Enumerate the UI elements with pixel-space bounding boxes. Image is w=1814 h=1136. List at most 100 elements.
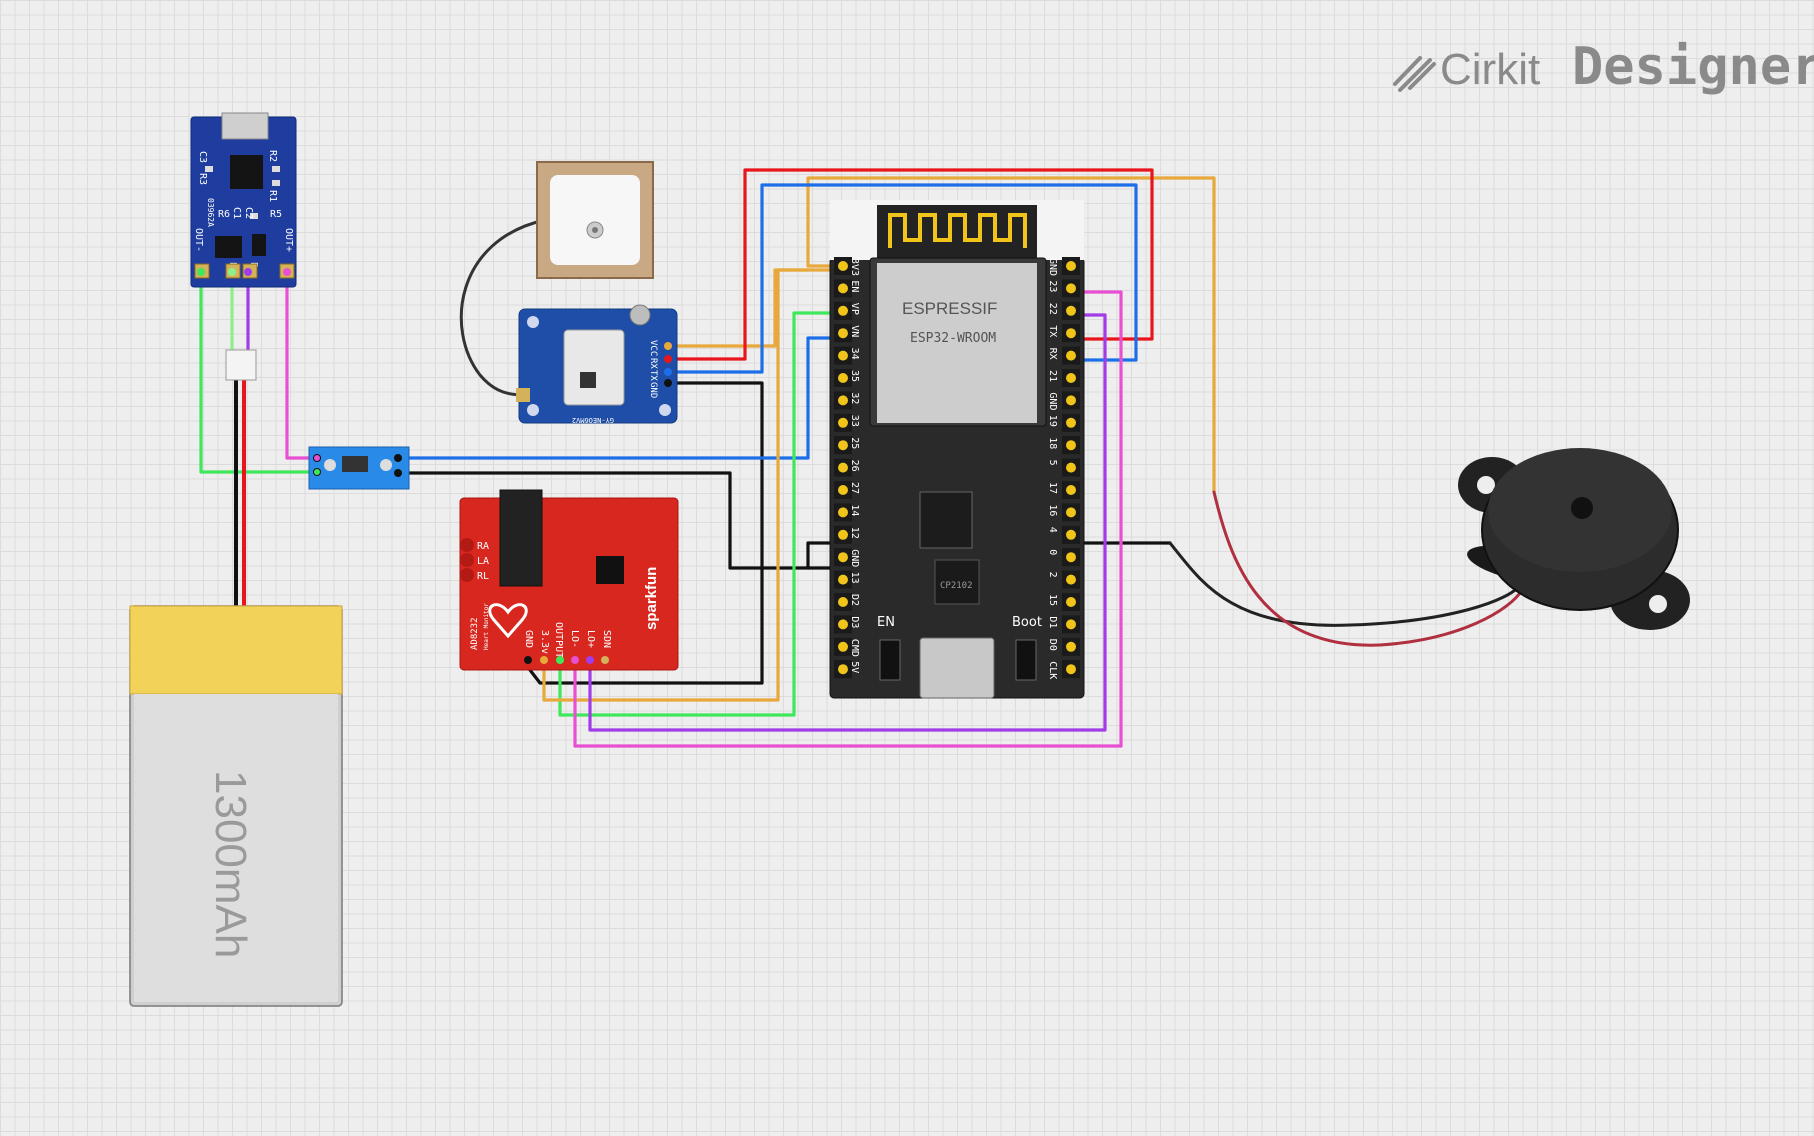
wire-buzzer-plus	[806, 176, 1216, 494]
esp32-pin-left-17[interactable]	[838, 641, 848, 652]
esp32-pin-right-8[interactable]	[1066, 440, 1076, 451]
esp32-pin-left-2[interactable]	[838, 305, 848, 316]
esp32-pin-right-9[interactable]	[1066, 462, 1076, 473]
esp32-right-pin-column	[1062, 257, 1080, 679]
charger-label-r3: R3	[197, 173, 208, 185]
esp32-pin-label-left-11: 14	[849, 504, 860, 516]
esp32-pin-label-left-1: EN	[849, 280, 860, 292]
esp32-pin-left-9[interactable]	[838, 462, 848, 473]
esp32-pin-label-left-7: 33	[849, 415, 860, 427]
charger-label-r5: R5	[270, 209, 282, 220]
esp32-pin-left-15[interactable]	[838, 597, 848, 607]
esp32-pin-left-14[interactable]	[838, 574, 848, 585]
esp32-pin-label-right-3: TX	[1047, 325, 1058, 337]
esp32-pin-right-17[interactable]	[1066, 641, 1076, 652]
esp32-board[interactable]: ESPRESSIF ESP32-WROOM CP2102 EN Boot 3V3…	[829, 200, 1085, 699]
esp32-module-name: ESP32-WROOM	[910, 331, 996, 346]
esp32-pin-label-right-10: 17	[1047, 482, 1058, 494]
buzzer[interactable]	[1458, 448, 1690, 630]
esp32-pin-left-8[interactable]	[838, 440, 848, 451]
esp32-pin-right-3[interactable]	[1066, 328, 1076, 339]
gps-antenna[interactable]	[536, 161, 654, 279]
esp32-pin-left-7[interactable]	[838, 417, 848, 428]
esp32-pin-right-14[interactable]	[1066, 574, 1076, 585]
buzzer-lead-black	[1168, 541, 1522, 627]
gps-module[interactable]: VCC RX TX GND GY-NEO6MV2	[516, 304, 678, 424]
esp32-pin-label-left-5: 35	[849, 370, 860, 382]
esp32-pin-label-left-4: 34	[849, 348, 860, 360]
battery-capacity-label: 1300mAh	[206, 770, 255, 958]
ecg-label-rl: RL	[477, 571, 489, 582]
esp32-pin-right-1[interactable]	[1066, 283, 1076, 294]
esp32-pin-label-right-4: RX	[1047, 348, 1058, 360]
esp32-pin-left-4[interactable]	[838, 350, 848, 361]
esp32-pin-label-right-9: 5	[1047, 460, 1058, 466]
esp32-pin-right-12[interactable]	[1066, 529, 1076, 540]
esp32-pin-left-11[interactable]	[838, 507, 848, 518]
esp32-pin-label-right-1: 23	[1047, 280, 1058, 292]
esp32-pin-left-18[interactable]	[838, 664, 848, 675]
esp32-pin-right-18[interactable]	[1066, 664, 1076, 675]
ecg-pin-lo-plus: LO+	[585, 630, 596, 648]
esp32-pin-left-16[interactable]	[838, 619, 848, 630]
ecg-subtitle: Heart Monitor	[483, 603, 490, 650]
esp32-pin-left-3[interactable]	[838, 328, 848, 339]
esp32-pin-label-left-2: VP	[849, 303, 860, 315]
esp32-pin-label-right-14: 2	[1047, 572, 1058, 578]
wire-charger-out-minus	[199, 270, 319, 474]
gps-pin-rx: RX	[648, 358, 658, 369]
esp32-pin-right-11[interactable]	[1066, 507, 1076, 518]
esp32-pin-right-5[interactable]	[1066, 373, 1076, 383]
esp32-pin-label-left-18: 5V	[849, 661, 860, 673]
esp32-pin-label-left-9: 26	[849, 460, 860, 472]
esp32-pin-label-right-7: 19	[1047, 415, 1058, 427]
esp32-pin-right-2[interactable]	[1066, 305, 1076, 316]
charger-module[interactable]: C3 R3 R2 R1 R6 C1 C2 R5 OUT- OUT+ B- B+ …	[190, 112, 297, 288]
brand-name-part2: Designer	[1572, 37, 1814, 97]
esp32-chip-label: CP2102	[940, 581, 973, 591]
esp32-pin-label-right-0: GND	[1047, 258, 1058, 276]
esp32-pin-right-16[interactable]	[1066, 619, 1076, 630]
esp32-pin-left-0[interactable]	[838, 261, 848, 271]
esp32-pin-left-1[interactable]	[838, 283, 848, 294]
esp32-pin-right-7[interactable]	[1066, 417, 1076, 428]
esp32-button-boot[interactable]: Boot	[1012, 615, 1042, 630]
esp32-pin-right-6[interactable]	[1066, 395, 1076, 406]
charger-label-code: 03962A	[206, 198, 215, 227]
esp32-pin-left-13[interactable]	[838, 552, 848, 563]
wire-ecg-lo-minus	[573, 290, 1123, 748]
wire-charger-out-plus	[285, 270, 319, 460]
battery[interactable]: 1300mAh	[129, 349, 343, 1007]
esp32-vendor: ESPRESSIF	[902, 299, 997, 318]
wire-boost-out	[396, 336, 845, 460]
esp32-pin-label-right-6: GND	[1047, 392, 1058, 410]
esp32-pin-left-6[interactable]	[838, 395, 848, 406]
esp32-left-pin-column	[834, 257, 852, 679]
charger-label-r6: R6	[218, 209, 230, 220]
ecg-pin-3v3: 3.3v	[539, 630, 550, 654]
boost-converter[interactable]	[308, 446, 410, 490]
esp32-pin-label-right-11: 16	[1047, 504, 1058, 516]
esp32-pin-right-4[interactable]	[1066, 350, 1076, 361]
gps-antenna-cable	[459, 218, 547, 397]
esp32-pin-right-0[interactable]	[1066, 261, 1076, 271]
esp32-pin-label-right-16: D1	[1047, 616, 1058, 628]
esp32-pin-right-10[interactable]	[1066, 485, 1076, 495]
wire-gps-vcc	[666, 268, 845, 348]
esp32-pin-right-15[interactable]	[1066, 597, 1076, 607]
esp32-button-en[interactable]: EN	[877, 615, 895, 630]
cirkit-designer-logo: Cirkit Designer	[1393, 37, 1814, 97]
ecg-module[interactable]: RA LA RL GND 3.3v OUTPUT LO- LO+ SDN AD8…	[459, 489, 679, 671]
esp32-pin-right-13[interactable]	[1066, 552, 1076, 563]
esp32-pin-label-right-18: CLK	[1047, 661, 1058, 679]
esp32-pin-left-10[interactable]	[838, 485, 848, 495]
wire-gps-rx	[666, 168, 1154, 361]
ecg-pin-sdn: SDN	[601, 630, 612, 648]
esp32-pin-label-right-17: D0	[1047, 639, 1058, 651]
esp32-pin-left-12[interactable]	[838, 529, 848, 540]
heart-icon	[488, 603, 528, 639]
esp32-pin-left-5[interactable]	[838, 373, 848, 383]
esp32-pin-label-left-8: 25	[849, 437, 860, 449]
